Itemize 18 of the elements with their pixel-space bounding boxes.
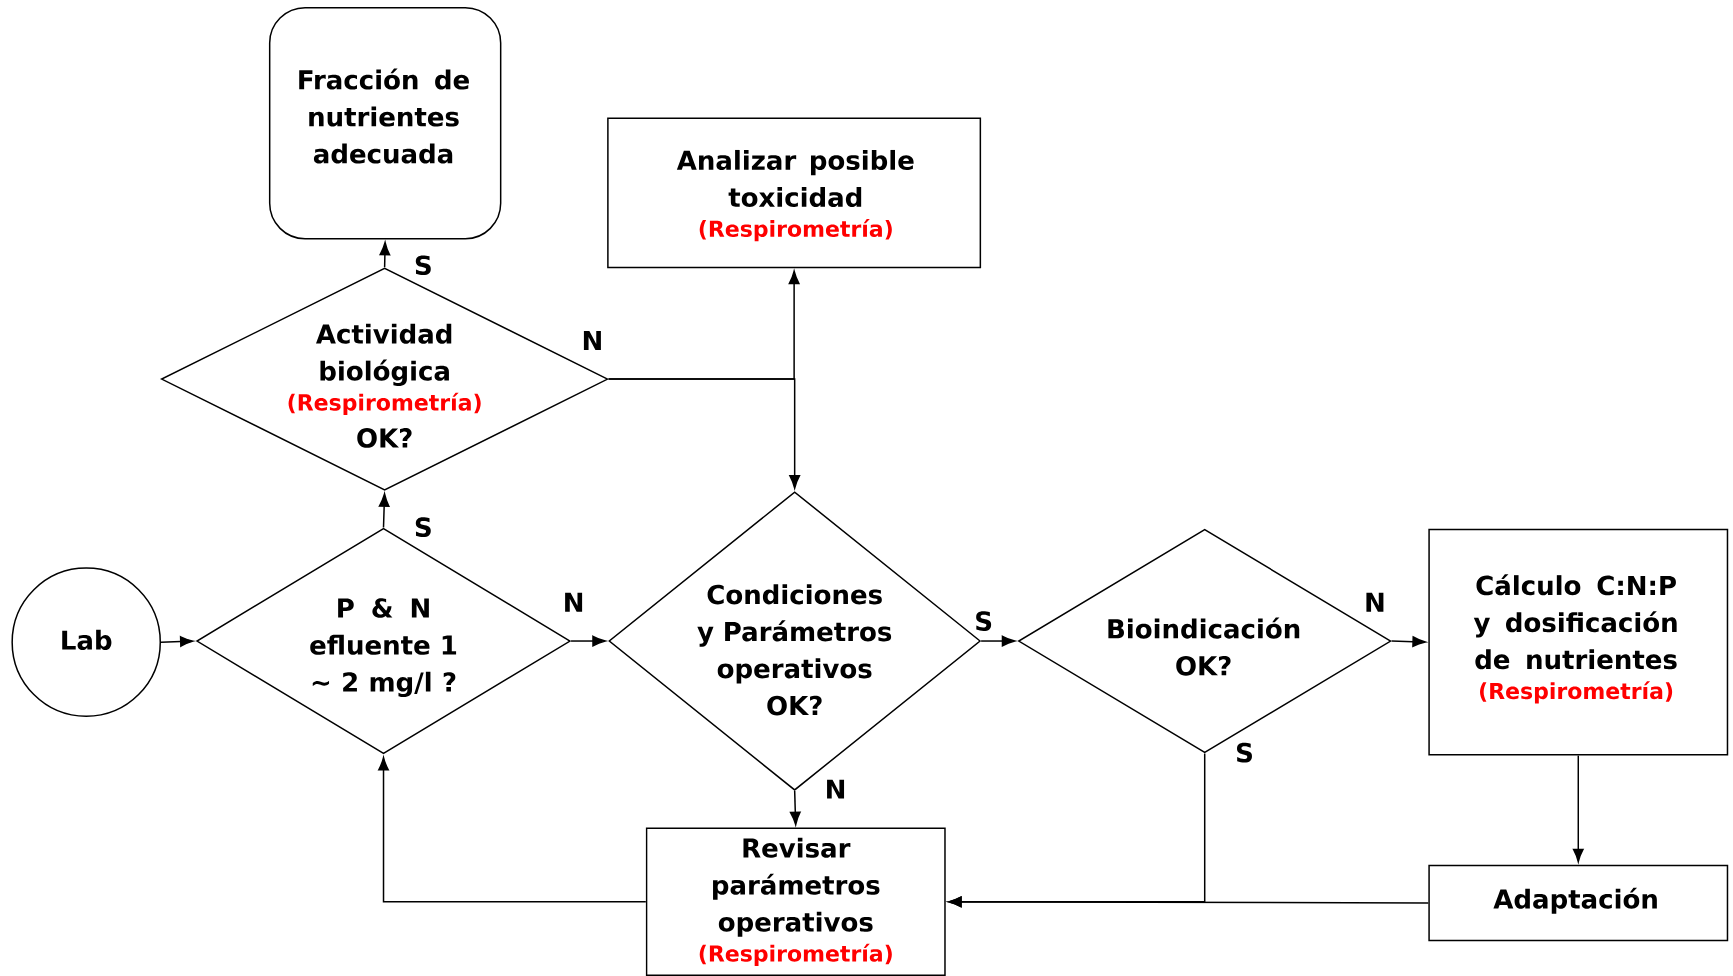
arrow <box>570 635 606 647</box>
edge-label: N <box>580 329 605 351</box>
arrow <box>378 756 647 903</box>
arrow <box>1390 636 1426 648</box>
arrow <box>1572 754 1584 863</box>
process-box: Revisar parámetros operativos (Respirometría) <box>645 827 946 976</box>
process-box: Adaptación <box>1428 864 1729 942</box>
terminal-box: Fracción de nutrientes adecuada <box>268 7 502 240</box>
arrow <box>160 636 194 647</box>
arrow <box>948 896 1430 908</box>
arrow <box>607 378 801 489</box>
process-box: Analizar posible toxicidad (Respirometría) <box>607 117 982 269</box>
arrow <box>789 790 801 826</box>
arrow <box>980 635 1016 647</box>
process-box: Cálculo C:N:P y dosificación de nutrientes (Respirometría) <box>1428 528 1729 756</box>
arrow <box>379 241 391 268</box>
edge-label: N <box>1363 591 1387 613</box>
arrow <box>378 493 390 529</box>
